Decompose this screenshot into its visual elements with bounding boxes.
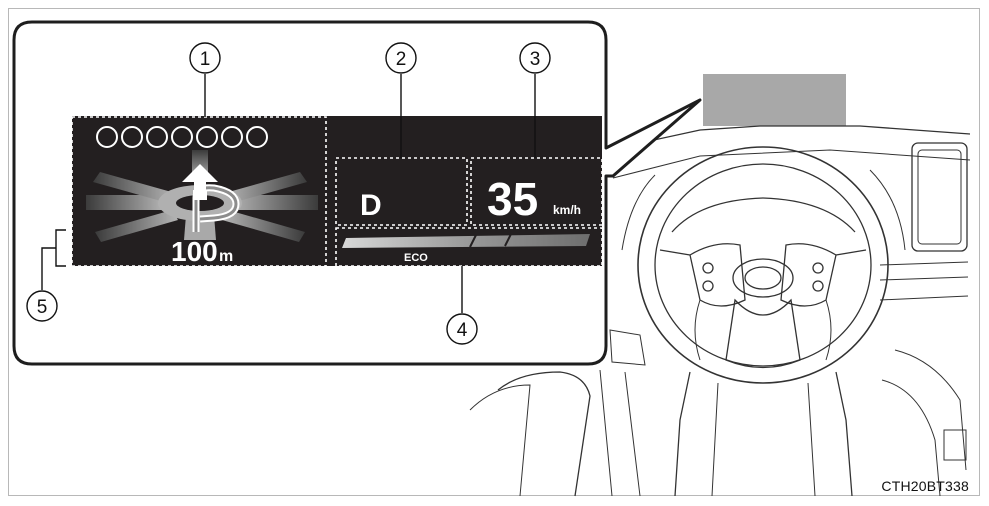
intersection-graphic: [86, 150, 318, 242]
status-circle: [146, 126, 168, 148]
column-left: [674, 371, 691, 497]
shift-position-indicator: D: [360, 189, 382, 222]
callout-1: 1: [189, 42, 221, 74]
center-display: [911, 142, 968, 252]
seat-outline: [497, 371, 591, 497]
speed-area: 35 km/h: [470, 157, 603, 226]
turn-distance-unit: m: [219, 248, 233, 265]
turn-arrow-icon: [182, 164, 240, 232]
eco-label: ECO: [404, 252, 428, 264]
hub: [732, 258, 794, 298]
callout-5: 5: [26, 290, 58, 322]
status-circle: [221, 126, 243, 148]
svg-text:1: 1: [200, 49, 211, 70]
svg-text:5: 5: [37, 297, 48, 318]
car-logo-icon: [744, 266, 782, 290]
eco-indicator-area: ECO: [335, 227, 603, 267]
dashboard-inner-edge: [612, 149, 971, 179]
status-circles: [96, 126, 268, 148]
speed-unit: km/h: [553, 203, 581, 217]
callout-2: 2: [385, 42, 417, 74]
eco-indicator-bar: [342, 234, 590, 248]
callout-4: 4: [446, 313, 478, 345]
status-circle: [246, 126, 268, 148]
leader-lines: [204, 74, 536, 313]
dashboard-edge: [607, 125, 971, 151]
shift-position-area: D: [335, 157, 468, 226]
speed-value: 35: [487, 173, 538, 225]
steering-wheel-icon: [637, 146, 889, 384]
svg-text:2: 2: [396, 49, 407, 70]
column-right: [835, 371, 853, 497]
status-circle: [196, 126, 218, 148]
callout-3: 3: [519, 42, 551, 74]
figure-code: CTH20BT338: [881, 478, 969, 494]
car-interior-drawing: [469, 74, 971, 497]
svg-text:3: 3: [530, 49, 541, 70]
status-circle: [171, 126, 193, 148]
center-vent: [879, 261, 969, 301]
turn-distance-value: 100: [171, 236, 218, 267]
svg-text:4: 4: [457, 320, 468, 341]
bracket-5: [41, 229, 66, 290]
windshield-projection-area: [703, 74, 846, 126]
navigation-area: 100 m: [71, 116, 327, 267]
center-display-screen: [917, 149, 962, 245]
status-circle: [96, 126, 118, 148]
status-circle: [121, 126, 143, 148]
